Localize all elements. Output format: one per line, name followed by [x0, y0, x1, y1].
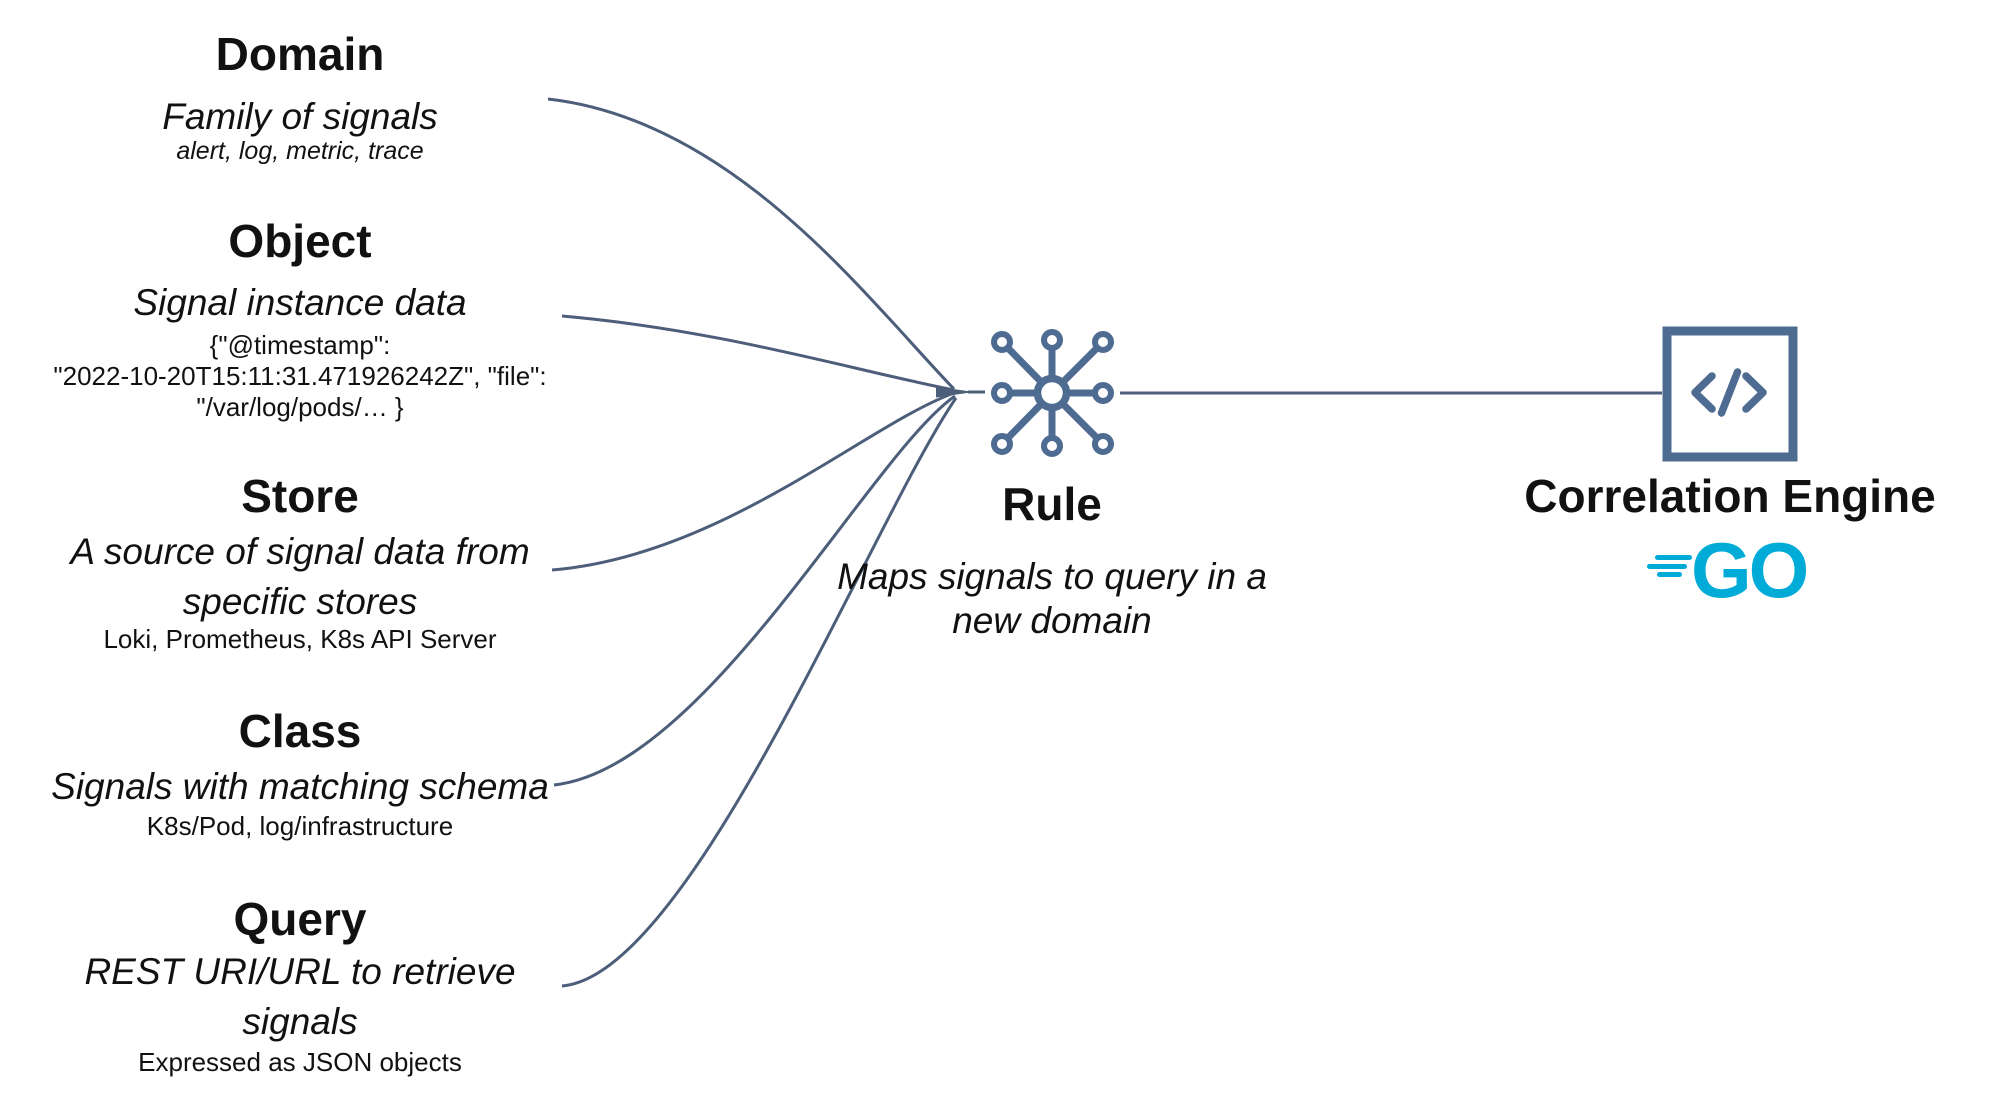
connector-store-to-rule — [551, 391, 955, 572]
go-logo: GO — [1645, 531, 1835, 609]
correlation-engine-title: Correlation Engine — [1524, 470, 1936, 522]
concept-class-detail: K8s/Pod, log/infrastructure — [146, 811, 454, 841]
concept-query-title: Query — [233, 893, 367, 945]
concept-domain-title: Domain — [215, 28, 385, 80]
go-speedline-icon — [1655, 555, 1692, 560]
concept-class-subtitle: Signals with matching schema — [51, 766, 549, 807]
converge-arrow — [936, 386, 974, 398]
concept-query-detail: Expressed as JSON objects — [138, 1047, 462, 1077]
connector-object-to-rule — [561, 314, 955, 392]
connector-class-to-rule — [553, 394, 956, 787]
concept-object-detail: {"@timestamp": "2022-10-20T15:11:31.4719… — [53, 330, 547, 422]
connector-query-to-rule — [561, 397, 958, 988]
go-speedline-icon — [1647, 564, 1687, 569]
connector-domain-to-rule — [547, 97, 956, 391]
concept-store-detail: Loki, Prometheus, K8s API Server — [103, 624, 497, 654]
rule-hub-icon — [991, 329, 1114, 457]
concept-store-title: Store — [241, 470, 359, 522]
concept-domain-subtitle: Family of signals — [162, 96, 438, 137]
concept-object-subtitle: Signal instance data — [133, 282, 467, 323]
concept-class-title: Class — [238, 705, 362, 757]
concept-store-subtitle: A source of signal data from specific st… — [70, 531, 530, 622]
rule-title: Rule — [1002, 478, 1102, 530]
correlation-engine-code-icon — [1662, 326, 1798, 462]
concept-domain-detail: alert, log, metric, trace — [176, 137, 424, 165]
concept-query-subtitle: REST URI/URL to retrieve signals — [84, 951, 516, 1042]
rule-subtitle: Maps signals to query in a new domain — [837, 556, 1267, 641]
go-logo-text: GO — [1691, 526, 1809, 614]
concept-object-title: Object — [228, 215, 372, 267]
go-speedline-icon — [1657, 572, 1682, 577]
